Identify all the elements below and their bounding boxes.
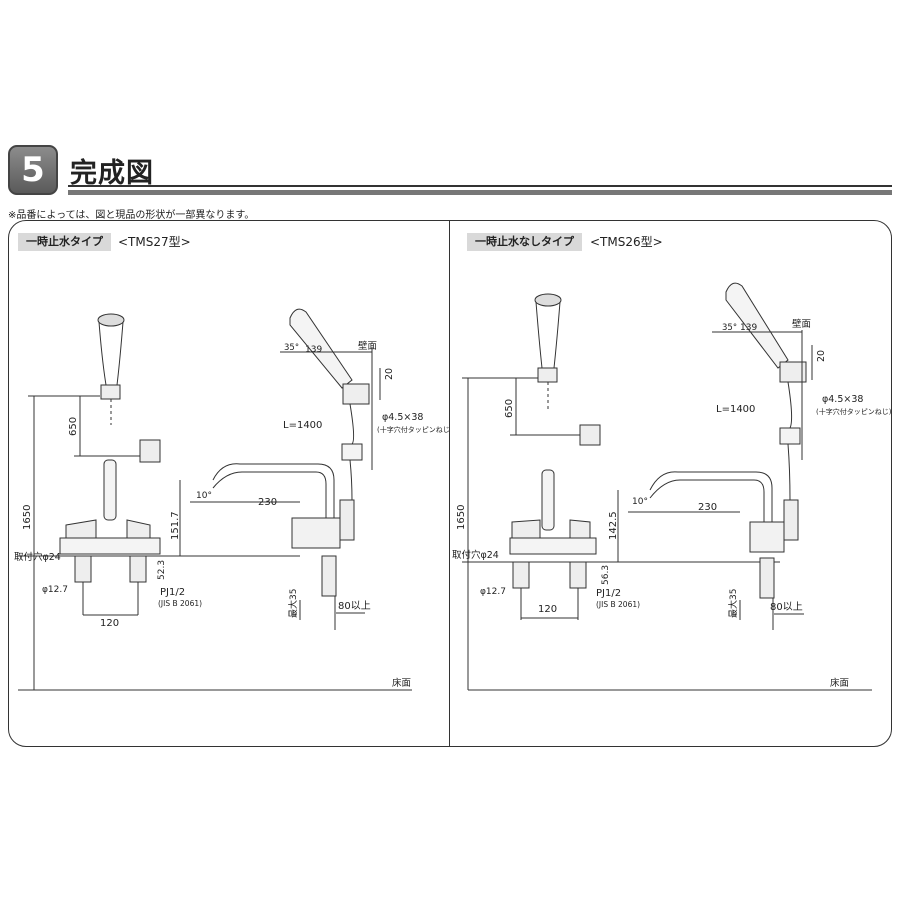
dim-angle-10: 10°	[196, 491, 212, 501]
label-mount-hole: 取付穴φ24	[452, 549, 499, 561]
label-pj: PJ1/2	[596, 588, 621, 599]
wall-hand-shower-icon	[289, 308, 370, 501]
dim-230: 230	[698, 502, 717, 513]
header-rule-shadow	[68, 190, 892, 195]
disclaimer-note: ※品番によっては、図と現品の形状が一部異なります。	[8, 210, 255, 221]
label-wall: 壁面	[358, 340, 377, 352]
section-title: 完成図	[70, 158, 154, 189]
label-jis: (JIS B 2061)	[596, 600, 640, 609]
label-pipe-dia: φ12.7	[480, 587, 506, 597]
panel-model-left: <TMS27型>	[118, 235, 191, 249]
dim-650: 650	[68, 417, 79, 436]
label-screw-note: (十字穴付タッピンねじ)	[377, 425, 450, 434]
label-wall: 壁面	[792, 318, 811, 330]
faucet-drawing-left: 1650 650 取付穴φ24 φ12.7 120 PJ1/2 (JIS B 2…	[14, 308, 450, 691]
dim-spout-height: 142.5	[608, 511, 619, 540]
dim-20: 20	[384, 368, 395, 380]
wall-hand-shower-icon	[725, 282, 807, 501]
dim-min-80: 80以上	[338, 600, 371, 612]
dim-angle-10: 10°	[632, 497, 648, 507]
label-jis: (JIS B 2061)	[158, 599, 202, 608]
panel-model-right: <TMS26型>	[590, 235, 663, 249]
spout-side-view-icon	[212, 463, 355, 630]
wall-bracket-icon	[139, 439, 161, 463]
faucet-body-icon	[462, 469, 780, 620]
panel-type-label-right: 一時止水なしタイプ	[467, 233, 582, 251]
dim-139: 139	[305, 345, 322, 355]
label-screw: φ4.5×38	[822, 394, 863, 405]
dim-1650: 1650	[456, 505, 467, 530]
dim-120: 120	[100, 618, 119, 629]
label-screw-note: (十字穴付タッピンねじ)	[816, 407, 892, 416]
section-header: 5 完成図	[8, 145, 892, 200]
header-rule	[68, 185, 892, 187]
panel-divider	[449, 220, 450, 747]
dim-139: 139	[740, 323, 757, 333]
faucet-drawing-right: 1650 650 取付穴φ24 φ12.7 120 PJ1/2 (JIS B 2…	[452, 282, 892, 691]
dim-230: 230	[258, 497, 277, 508]
panel-type-label-left: 一時止水タイプ	[18, 233, 111, 251]
dim-angle-35: 35°	[284, 343, 299, 353]
label-hose-length: L=1400	[283, 420, 322, 431]
spout-side-view-icon	[649, 471, 799, 630]
dim-52: 52.3	[157, 560, 167, 580]
section-number-badge: 5	[8, 145, 58, 195]
faucet-body-icon	[18, 459, 300, 615]
dim-120: 120	[538, 604, 557, 615]
label-pipe-dia: φ12.7	[42, 585, 68, 595]
dim-min-80: 80以上	[770, 601, 803, 613]
label-screw: φ4.5×38	[382, 412, 423, 423]
label-hose-length: L=1400	[716, 404, 755, 415]
label-floor: 床面	[830, 677, 849, 689]
hand-shower-icon	[534, 293, 562, 410]
dim-max-35: 最大35	[727, 589, 739, 618]
label-floor: 床面	[392, 677, 411, 689]
diagram-frame	[8, 220, 892, 747]
label-pj: PJ1/2	[160, 587, 185, 598]
wall-bracket-icon	[579, 424, 601, 446]
dim-max-35: 最大35	[287, 589, 299, 618]
dim-650: 650	[504, 399, 515, 418]
dim-angle-35: 35°	[722, 323, 737, 333]
dim-52: 56.3	[601, 565, 611, 585]
hand-shower-icon	[97, 313, 125, 425]
dim-20: 20	[816, 350, 827, 362]
label-mount-hole: 取付穴φ24	[14, 551, 61, 563]
dim-1650: 1650	[22, 505, 33, 530]
dim-spout-height: 151.7	[170, 511, 181, 540]
